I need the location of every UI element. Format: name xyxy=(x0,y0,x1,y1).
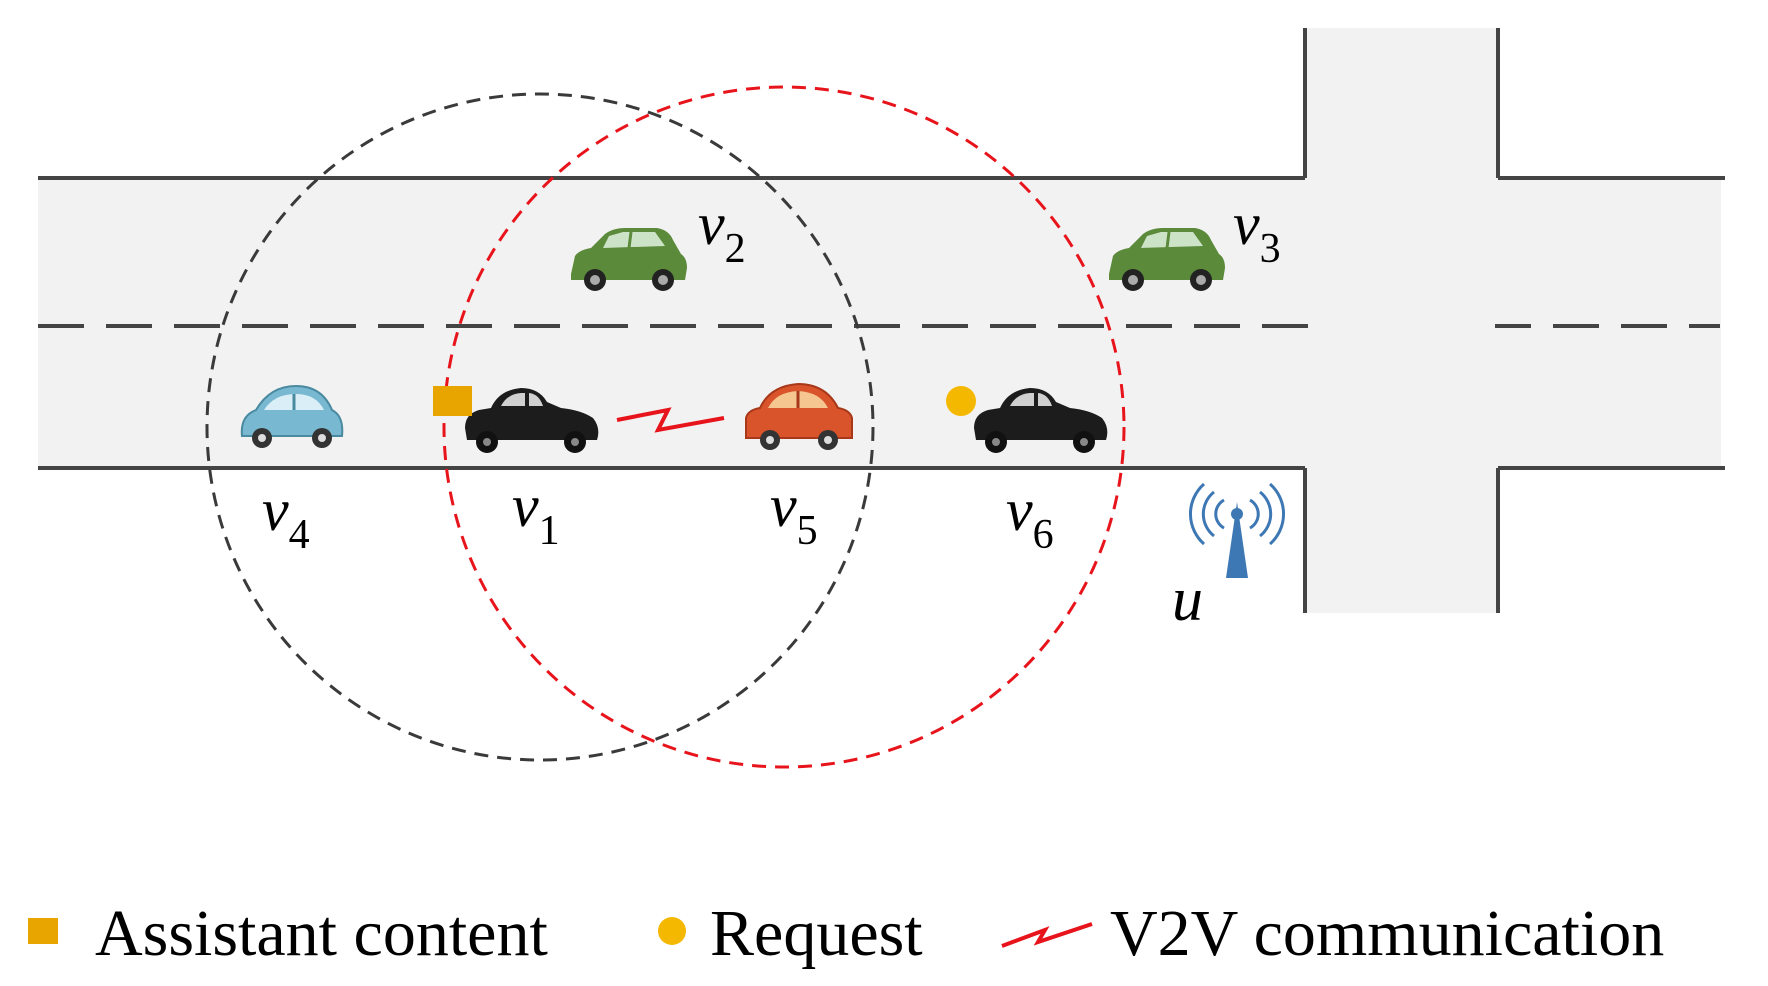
label-v1: v1 xyxy=(512,473,560,554)
car-v2 xyxy=(571,228,687,291)
legend-request-label: Request xyxy=(710,897,923,970)
legend-v2v-icon xyxy=(1001,922,1093,948)
legend-assistant-label: Assistant content xyxy=(95,897,548,970)
car-v1 xyxy=(465,388,599,453)
car-v3 xyxy=(1109,228,1225,291)
legend: Assistant content Request V2V communicat… xyxy=(28,897,1664,970)
request-marker xyxy=(946,386,976,416)
legend-v2v-label: V2V communication xyxy=(1110,897,1664,970)
car-v5 xyxy=(745,382,853,450)
legend-request-icon xyxy=(658,917,686,945)
cross-road xyxy=(1305,28,1498,613)
label-v5: v5 xyxy=(770,473,818,554)
label-rsu: u xyxy=(1172,566,1203,634)
label-v6: v6 xyxy=(1006,477,1054,558)
label-v4: v4 xyxy=(262,477,310,558)
legend-assistant-icon xyxy=(28,918,58,944)
label-v3: v3 xyxy=(1233,191,1281,272)
car-v4 xyxy=(240,384,344,448)
range-circle-v1 xyxy=(205,92,875,762)
v2v-link xyxy=(616,407,725,433)
antenna-icon xyxy=(1189,482,1285,578)
assistant-content-marker xyxy=(433,386,472,416)
car-v6 xyxy=(974,388,1108,453)
range-circle-v5 xyxy=(442,85,1126,769)
label-v2: v2 xyxy=(698,191,746,272)
